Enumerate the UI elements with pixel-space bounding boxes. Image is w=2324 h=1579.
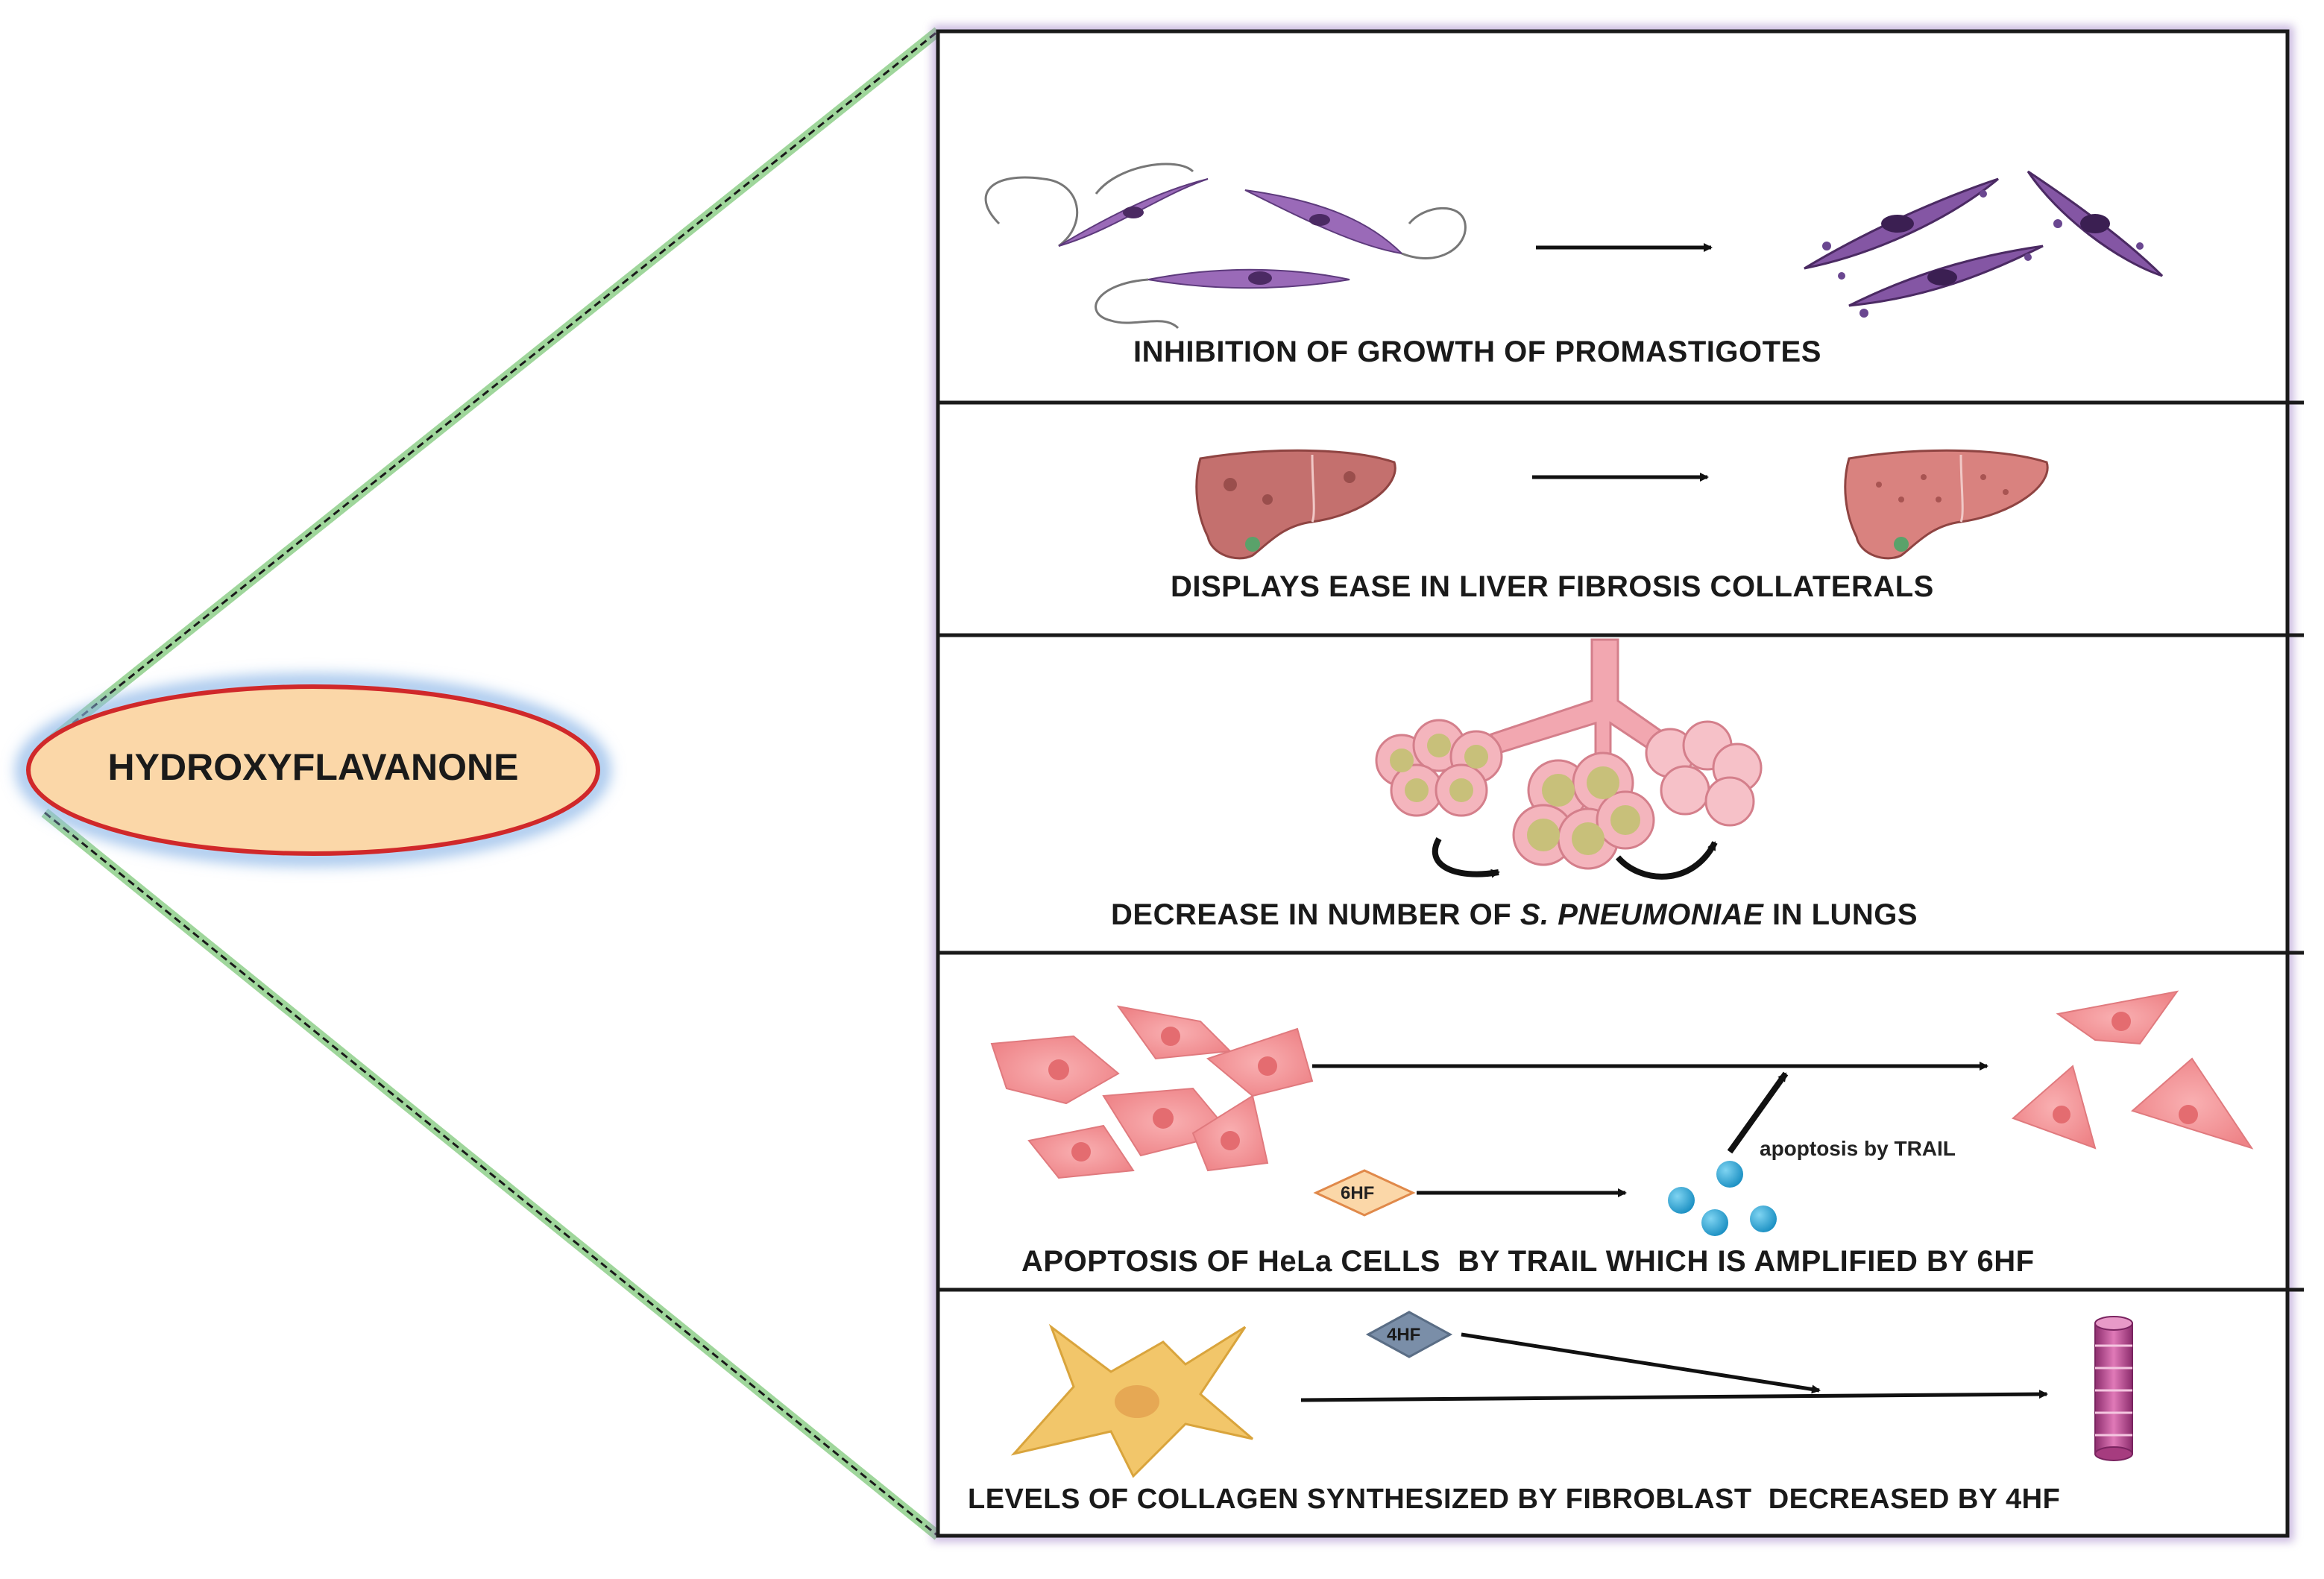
4hf-tag-label: 4HF	[1387, 1325, 1421, 1345]
panel-label-lungs-species: S. PNEUMONIAE	[1520, 898, 1764, 931]
alveoli-left	[1375, 719, 1503, 817]
fibroblast-illustration	[1010, 1323, 1253, 1478]
liver-illustration-before	[1195, 449, 1396, 560]
panel-label-lungs: DECREASE IN NUMBER OF S. PNEUMONIAE IN L…	[1111, 898, 1918, 932]
connector-bottom-line	[44, 811, 939, 1537]
arrow-4hf	[1461, 1332, 1821, 1394]
curved-arrow-left	[1432, 837, 1500, 878]
panel-label-liver: DISPLAYS EASE IN LIVER FIBROSIS COLLATER…	[1171, 570, 1934, 603]
4hf-tag	[1365, 1311, 1453, 1358]
alveoli-center	[1512, 751, 1655, 870]
panel-label-lungs-suffix: IN LUNGS	[1763, 898, 1918, 931]
hela-cells-after	[2012, 990, 2254, 1150]
6hf-tag	[1313, 1169, 1416, 1217]
panel-label-promastigotes: INHIBITION OF GROWTH OF PROMASTIGOTES	[1133, 335, 1821, 368]
panel-label-lungs-prefix: DECREASE IN NUMBER OF	[1111, 898, 1520, 931]
trail-annotation: apoptosis by TRAIL	[1760, 1137, 1956, 1160]
collagen-cylinder	[2094, 1316, 2133, 1461]
6hf-tag-label: 6HF	[1341, 1183, 1375, 1203]
promastigote-illustration-before	[984, 163, 1467, 330]
arrow-collagen-main	[1300, 1390, 2048, 1402]
hub-shape	[26, 684, 600, 856]
panel-label-hela: APOPTOSIS OF HeLa CELLS BY TRAIL WHICH I…	[1021, 1245, 2035, 1278]
liver-illustration-after	[1844, 449, 2049, 560]
promastigote-illustration-after	[1804, 170, 2164, 318]
hub-ellipse	[17, 675, 609, 865]
panel-label-collagen: LEVELS OF COLLAGEN SYNTHESIZED BY FIBROB…	[968, 1484, 2061, 1515]
hela-cells-before	[990, 1005, 1314, 1179]
arrow-trail-up	[1727, 1071, 1789, 1154]
trail-dots	[1668, 1161, 1777, 1236]
connector-top-glow	[41, 27, 942, 750]
alveoli-right	[1645, 720, 1763, 827]
hub-glow	[17, 675, 609, 865]
lung-illustration	[1375, 638, 1763, 880]
hub-label: HYDROXYFLAVANONE	[107, 746, 519, 788]
curved-arrow-right	[1615, 841, 1718, 880]
connector-wedge	[41, 27, 942, 1540]
